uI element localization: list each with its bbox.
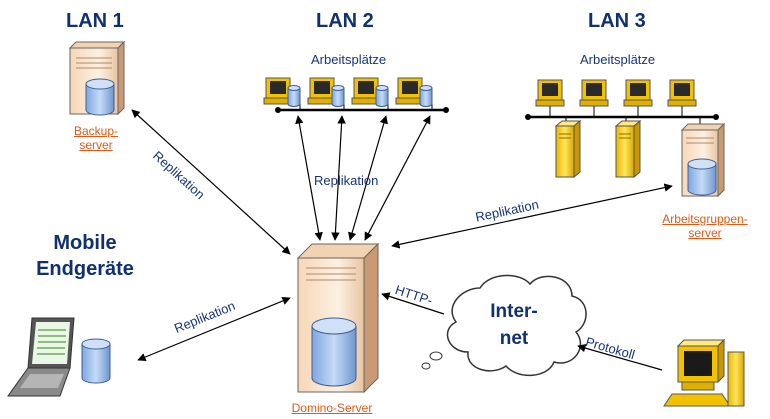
workgroup-server-icon [680,122,726,198]
mobile-line1: Mobile [53,232,117,254]
lan2-label: LAN 2 [316,10,374,32]
arrow-internet-domino [381,292,445,315]
workstation-icon [579,79,609,107]
workstation-icon [623,79,653,107]
backup-server-line2: server [79,138,113,152]
workstation-icon [535,79,565,107]
lan1-label: LAN 1 [66,10,124,32]
backup-server-link[interactable]: Backup- server [64,124,128,152]
mobile-line2: Endgeräte [36,258,134,280]
workstation-icon [351,77,389,107]
arrow-lan2-1 [295,115,323,241]
lan3-workstations-label: Arbeitsplätze [580,52,656,67]
mobile-devices-label: Mobile Endgeräte [30,230,140,282]
arrow-lan2-2 [331,115,346,241]
workgroup-server-line2: server [688,226,722,240]
arrow-lan2-4 [364,115,431,241]
cloud-icon [421,274,587,377]
arrows [131,109,673,371]
tower-server-icon [554,119,582,179]
arrow-lan3-domino [391,183,673,249]
replication-label-lan2: Replikation [314,173,379,188]
internet-line1: Inter- [490,301,538,322]
workstation-icon [263,77,301,107]
backup-server-line1: Backup- [73,124,119,138]
arrow-client-internet [577,344,663,371]
workstation-icon [667,79,697,107]
workgroup-server-line1: Arbeitsgruppen- [662,212,748,226]
arrow-mobile-domino [137,296,291,362]
lan3-label: LAN 3 [588,10,646,32]
domino-server-icon [296,242,380,394]
internet-line2: net [499,328,529,349]
lan2-workstations-label: Arbeitsplätze [311,52,387,67]
arrow-backup-domino [131,109,291,255]
workgroup-server-link[interactable]: Arbeitsgruppen- server [650,212,760,240]
tower-server-icon [614,119,642,179]
workstation-icon [307,77,345,107]
internet-label: Inter- net [466,298,562,352]
laptop-icon [7,317,111,397]
domino-server-link[interactable]: Domino-Server [291,401,373,415]
workstation-icon [395,77,433,107]
backup-server-icon [68,40,126,116]
client-pc-icon [663,338,745,407]
